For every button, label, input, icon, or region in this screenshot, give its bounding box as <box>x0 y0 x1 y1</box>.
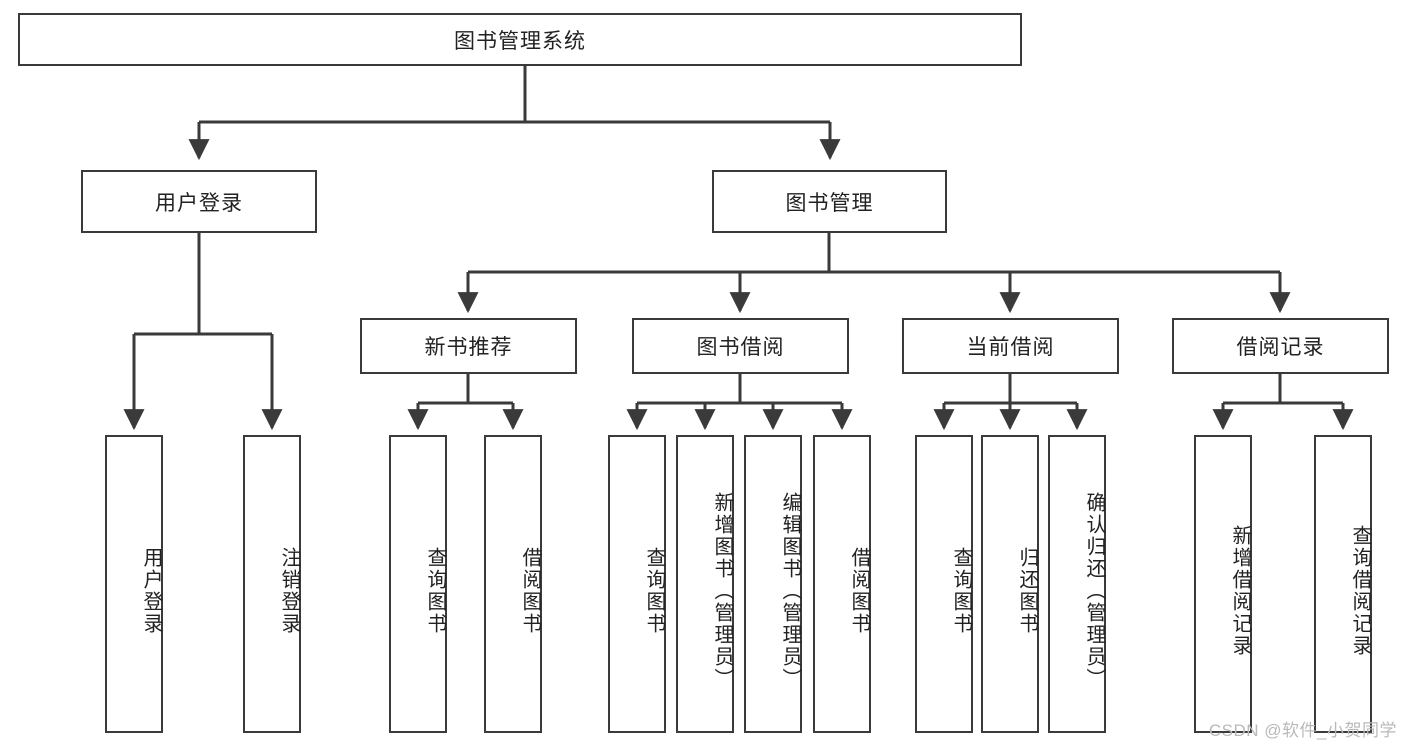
leaf-user-login-logout[interactable]: 注销登录 <box>243 435 301 733</box>
node-label: 确认归还（管理员） <box>1083 492 1105 690</box>
leaf-user-login-login[interactable]: 用户登录 <box>105 435 163 733</box>
node-label: 用户登录 <box>140 547 162 635</box>
node-root-book-management-system[interactable]: 图书管理系统 <box>18 13 1022 66</box>
node-label: 借阅记录 <box>1236 336 1325 359</box>
leaf-book-borrow-add-book-admin[interactable]: 新增图书（管理员） <box>676 435 734 733</box>
node-current-borrow[interactable]: 当前借阅 <box>902 318 1119 374</box>
node-label: 借阅图书 <box>848 547 870 635</box>
node-label: 查询借阅记录 <box>1349 525 1371 657</box>
node-label: 新书推荐 <box>424 336 513 359</box>
leaf-current-borrow-query-book[interactable]: 查询图书 <box>915 435 973 733</box>
node-label: 用户登录 <box>155 191 243 215</box>
node-new-book-recommend[interactable]: 新书推荐 <box>360 318 577 374</box>
node-label: 查询图书 <box>950 547 972 635</box>
node-user-login[interactable]: 用户登录 <box>81 170 317 233</box>
node-book-borrow[interactable]: 图书借阅 <box>632 318 849 374</box>
leaf-borrow-record-add-record[interactable]: 新增借阅记录 <box>1194 435 1252 733</box>
leaf-current-borrow-confirm-return-admin[interactable]: 确认归还（管理员） <box>1048 435 1106 733</box>
node-label: 编辑图书（管理员） <box>779 492 801 690</box>
leaf-new-book-query-book[interactable]: 查询图书 <box>389 435 447 733</box>
node-label: 新增图书（管理员） <box>711 492 733 690</box>
node-book-management[interactable]: 图书管理 <box>712 170 947 233</box>
leaf-borrow-record-query-record[interactable]: 查询借阅记录 <box>1314 435 1372 733</box>
node-label: 查询图书 <box>424 547 446 635</box>
node-label: 新增借阅记录 <box>1229 525 1251 657</box>
node-label: 借阅图书 <box>519 547 541 635</box>
node-label: 图书借阅 <box>696 336 785 359</box>
node-label: 图书管理 <box>785 191 874 215</box>
leaf-new-book-borrow-book[interactable]: 借阅图书 <box>484 435 542 733</box>
csdn-watermark: CSDN @软件_小贺同学 <box>1208 721 1397 740</box>
node-label: 查询图书 <box>643 547 665 635</box>
leaf-current-borrow-return-book[interactable]: 归还图书 <box>981 435 1039 733</box>
node-label: 图书管理系统 <box>454 29 586 53</box>
leaf-book-borrow-borrow-book[interactable]: 借阅图书 <box>813 435 871 733</box>
node-label: 归还图书 <box>1016 547 1038 635</box>
node-label: 注销登录 <box>278 547 300 635</box>
node-label: 当前借阅 <box>966 336 1055 359</box>
leaf-book-borrow-edit-book-admin[interactable]: 编辑图书（管理员） <box>744 435 802 733</box>
leaf-book-borrow-query-book[interactable]: 查询图书 <box>608 435 666 733</box>
node-borrow-record[interactable]: 借阅记录 <box>1172 318 1389 374</box>
